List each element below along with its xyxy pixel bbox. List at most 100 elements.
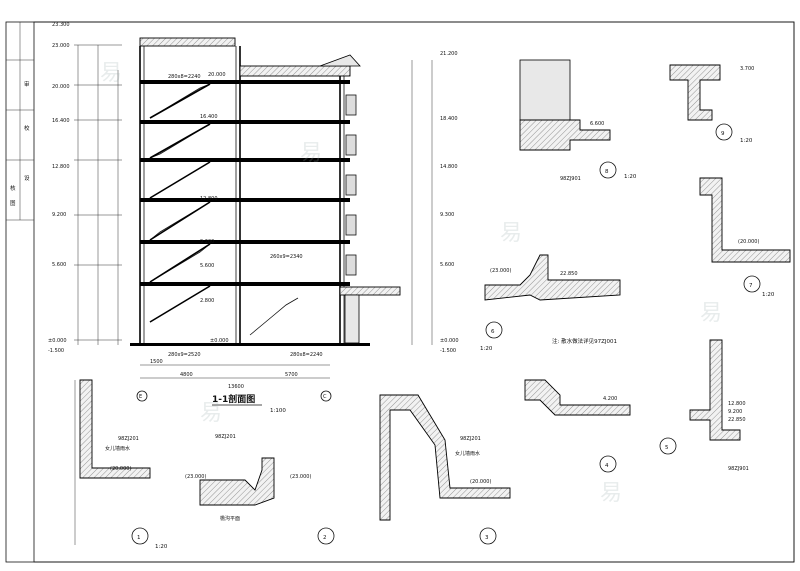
- detail-9-elev: 3.700: [740, 66, 754, 72]
- level-left-9: -1.500: [48, 348, 64, 354]
- svg-text:易: 易: [100, 61, 122, 86]
- detail-1-ref: 98ZJ201: [118, 436, 139, 442]
- level-right-4: 9.300: [440, 212, 454, 218]
- title-block-cell-5: 图: [10, 199, 16, 207]
- detail-6: 22.850 (23.000) 6 1:20 注: 散水做法详见97ZJ001: [480, 254, 621, 352]
- floor-slabs: [130, 80, 370, 346]
- dim-bottom-1: 1500: [150, 359, 163, 365]
- detail-3-number: 3: [485, 535, 489, 541]
- section-title: 1-1剖面图: [212, 393, 255, 405]
- watermark: 易 易 易 易 易 易: [100, 61, 722, 506]
- stair-note-3: 280x9=2520: [168, 352, 201, 358]
- detail-5-level-3: 22.850: [728, 417, 746, 423]
- detail-4-number: 4: [605, 463, 609, 469]
- detail-1-scale: 1:20: [155, 544, 168, 550]
- svg-text:易: 易: [700, 301, 722, 326]
- title-block-cell-2: 校: [24, 124, 30, 132]
- detail-3-ref: 98ZJ201: [460, 436, 481, 442]
- level-left-2: 23.000: [52, 43, 70, 49]
- detail-7-number: 7: [749, 283, 753, 289]
- detail-6-scale: 1:20: [480, 346, 493, 352]
- title-block: 审 校 设 核 图: [6, 22, 34, 221]
- detail-2: (23.000) (23.000) 98ZJ201 檐沟平面 2: [185, 434, 335, 545]
- detail-1: 女儿墙雨水 (20.000) 98ZJ201 1 1:20: [74, 379, 168, 550]
- detail-8-ref: 98ZJ901: [560, 176, 581, 182]
- detail-5-level-2: 9.200: [728, 409, 742, 415]
- title-block-cell-3: 设: [24, 174, 30, 182]
- stair-level-4: 5.600: [200, 263, 214, 269]
- detail-8-scale: 1:20: [624, 174, 637, 180]
- detail-4-elev: 4.200: [603, 396, 617, 402]
- level-right-7: -1.500: [440, 348, 456, 354]
- level-left-8: ±0.000: [48, 338, 67, 344]
- detail-3-elev: (20.000): [470, 479, 491, 485]
- detail-9: 3.700 9 1:20: [669, 64, 754, 144]
- section-drawing: 23.300 23.000 20.000 16.400 12.800 9.200…: [48, 22, 459, 414]
- drawing-frame: [33, 21, 795, 563]
- detail-7-scale: 1:20: [762, 292, 775, 298]
- detail-9-scale: 1:20: [740, 138, 753, 144]
- stair-level-1: 16.400: [200, 114, 218, 120]
- detail-1-text: 女儿墙雨水: [105, 445, 130, 452]
- level-right-2: 18.400: [440, 116, 458, 122]
- axis-label-c: C: [323, 394, 327, 400]
- axis-bubble-e: [136, 390, 148, 402]
- detail-2-elev-r: (23.000): [290, 474, 311, 480]
- level-right-3: 14.800: [440, 164, 458, 170]
- title-block-cell-4: 核: [10, 184, 16, 192]
- stair-level-ground: ±0.000: [210, 338, 229, 344]
- stair-flights: [149, 83, 299, 336]
- level-left-4: 16.400: [52, 118, 70, 124]
- level-right-5: 5.600: [440, 262, 454, 268]
- section-scale: 1:100: [270, 408, 286, 414]
- level-left-1: 23.300: [52, 22, 70, 28]
- dim-bottom-total: 13600: [228, 384, 244, 390]
- stair-level-3: 9.200: [200, 239, 214, 245]
- svg-text:易: 易: [600, 481, 622, 506]
- detail-6-elev-left: (23.000): [490, 268, 511, 274]
- detail-5-ref: 98ZJ901: [728, 466, 749, 472]
- detail-4: 4.200 4: [524, 379, 631, 473]
- stair-level-2: 12.800: [200, 196, 218, 202]
- detail-6-elev: 22.850: [560, 271, 578, 277]
- upper-roof: [239, 65, 351, 77]
- dim-bottom-3: 5700: [285, 372, 298, 378]
- detail-5: 12.800 9.200 22.850 98ZJ901 5: [659, 339, 749, 472]
- detail-2-text: 檐沟平面: [220, 515, 240, 522]
- detail-9-number: 9: [721, 131, 725, 137]
- detail-2-number: 2: [323, 535, 327, 541]
- detail-3: 98ZJ201 女儿墙雨水 (20.000) 3: [379, 394, 511, 545]
- svg-text:易: 易: [200, 401, 222, 426]
- detail-8: 6.600 98ZJ901 8 1:20: [519, 59, 637, 182]
- stair-note-2: 260x9=2340: [270, 254, 303, 260]
- detail-8-number: 8: [605, 169, 609, 175]
- detail-7-elev: (20.000): [738, 239, 759, 245]
- dim-bottom-2: 4800: [180, 372, 193, 378]
- detail-3-text: 女儿墙雨水: [455, 450, 480, 457]
- axis-label-e: E: [139, 394, 142, 400]
- level-left-3: 20.000: [52, 84, 70, 90]
- stair-note-4: 280x8=2240: [290, 352, 323, 358]
- level-left-6: 9.200: [52, 212, 66, 218]
- stair-level-top: 20.000: [208, 72, 226, 78]
- detail-8-elev: 6.600: [590, 121, 604, 127]
- detail-1-number: 1: [137, 535, 141, 541]
- svg-text:易: 易: [500, 221, 522, 246]
- detail-1-elev: (20.000): [110, 466, 131, 472]
- title-block-cell-1: 审: [24, 80, 30, 88]
- detail-2-elev: (23.000): [185, 474, 206, 480]
- entrance-canopy: [339, 286, 401, 296]
- svg-text:易: 易: [300, 141, 322, 166]
- level-left-7: 5.600: [52, 262, 66, 268]
- detail-7: (20.000) 7 1:20: [699, 177, 791, 298]
- stair-level-5: 2.800: [200, 298, 214, 304]
- stair-note-1: 280x8=2240: [168, 74, 201, 80]
- detail-5-number: 5: [665, 445, 669, 451]
- detail-5-level-1: 12.800: [728, 401, 746, 407]
- axis-bubble-c: [320, 390, 332, 402]
- drawing-note: 注: 散水做法详见97ZJ001: [552, 337, 617, 345]
- detail-6-number: 6: [491, 329, 495, 335]
- roof-parapet: [139, 37, 236, 47]
